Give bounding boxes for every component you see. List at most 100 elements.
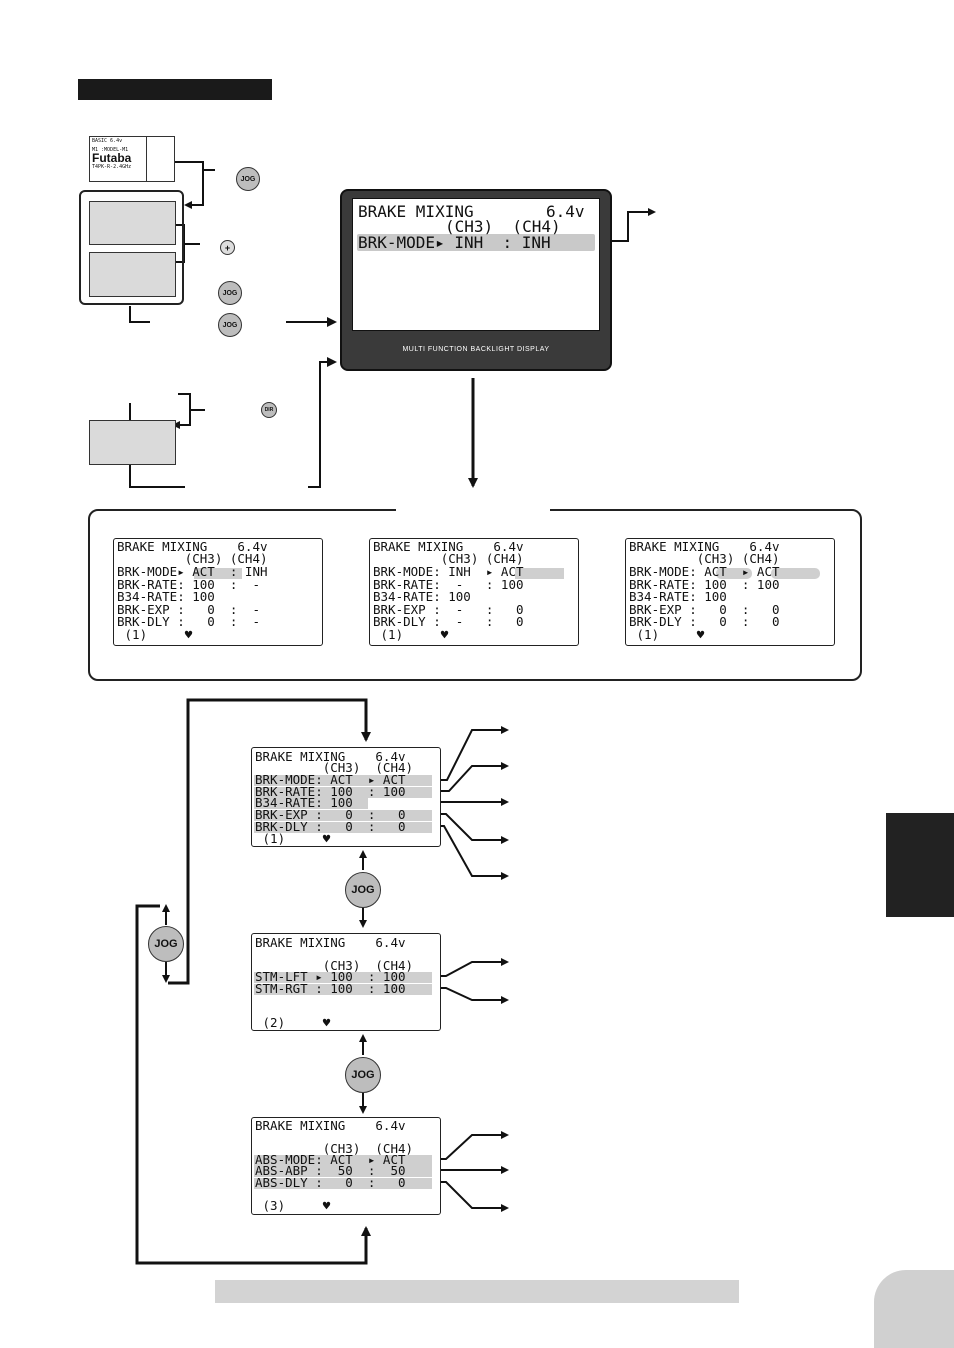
mini-screen-1: BRAKE MIXING 6.4v (CH3) (CH4) BRK-MODE▸ … xyxy=(113,538,323,646)
mini1-line2: (CH3) (CH4) xyxy=(117,551,268,566)
jog-label: JOG xyxy=(222,289,238,297)
main-display-screen: BRAKE MIXING 6.4v (CH3) (CH4) BRK-MODE▸ … xyxy=(352,198,600,331)
mini3-line2: (CH3) (CH4) xyxy=(629,551,780,566)
jog-label: JOG xyxy=(240,175,256,183)
mini3-line8: (1) ♥ xyxy=(629,627,705,642)
menu-box-1 xyxy=(89,201,176,245)
mini1-line7: BRK-DLY : 0 : - xyxy=(117,614,260,629)
mini3-line6: BRK-EXP : 0 : 0 xyxy=(629,602,780,617)
mini1-line6: BRK-EXP : 0 : - xyxy=(117,602,260,617)
plus-label: + xyxy=(224,242,231,253)
page3-screen: BRAKE MIXING 6.4v (CH3) (CH4) ABS-MODE: … xyxy=(251,1117,441,1215)
main-ch-header: (CH3) (CH4) xyxy=(445,217,561,236)
page3-line1: BRAKE MIXING 6.4v xyxy=(255,1118,406,1133)
footer-note-bar xyxy=(215,1280,739,1303)
jog-button-2[interactable]: JOG xyxy=(218,281,242,305)
page1-line7: BRK-DLY : 0 : 0 xyxy=(255,819,406,834)
mini3-line7: BRK-DLY : 0 : 0 xyxy=(629,614,780,629)
page1-hl-1 xyxy=(254,775,432,786)
page2-screen: BRAKE MIXING 6.4v (CH3) (CH4) STM-LFT ▸ … xyxy=(251,933,441,1031)
section-header-bar xyxy=(78,79,272,100)
page1-hl-3 xyxy=(254,798,368,809)
mini2-line5: B34-RATE: 100 xyxy=(373,589,471,604)
menu-box-2 xyxy=(89,252,176,297)
page1-line4: BRK-RATE: 100 : 100 xyxy=(255,784,406,799)
bezel-text: MULTI FUNCTION BACKLIGHT DISPLAY xyxy=(402,346,550,353)
mini1-line3: BRK-MODE▸ ACT : INH xyxy=(117,564,268,579)
page-number-tab xyxy=(874,1270,954,1348)
main-voltage: 6.4v xyxy=(546,202,585,221)
page2-line2: (CH3) (CH4) xyxy=(255,958,414,973)
page3-hl-1 xyxy=(254,1155,432,1166)
mini2-hl xyxy=(515,568,564,579)
page1-line5: B34-RATE: 100 xyxy=(255,795,353,810)
jog-label: JOG xyxy=(351,1069,375,1081)
plus-button[interactable]: + xyxy=(220,240,235,255)
mini3-hl-b xyxy=(771,568,820,579)
mini3-line5: B34-RATE: 100 xyxy=(629,589,727,604)
page3-line3: ABS-MODE: ACT ▸ ACT xyxy=(255,1152,406,1167)
page3-line8: (3) ♥ xyxy=(255,1198,331,1213)
mini3-hl-a xyxy=(716,568,752,579)
page1-line2: (CH3) (CH4) xyxy=(255,760,414,775)
menu-frame xyxy=(79,190,184,305)
menu-box-3 xyxy=(89,420,176,465)
mini2-line6: BRK-EXP : - : 0 xyxy=(373,602,524,617)
page1-hl-5 xyxy=(254,822,432,833)
page1-line1: BRAKE MIXING 6.4v xyxy=(255,749,406,764)
page3-line4: ABS-ABP : 50 : 50 xyxy=(255,1163,406,1178)
mini-screen-2: BRAKE MIXING 6.4v (CH3) (CH4) BRK-MODE: … xyxy=(369,538,579,646)
jog-button-3[interactable]: JOG xyxy=(218,313,242,337)
page1-line3: BRK-MODE: ACT ▸ ACT xyxy=(255,772,406,787)
mini3-line4: BRK-RATE: 100 : 100 xyxy=(629,577,780,592)
mini1-line8: (1) ♥ xyxy=(117,627,193,642)
dir-label: DIR xyxy=(264,407,274,413)
page2-line1: BRAKE MIXING 6.4v xyxy=(255,935,406,950)
mini2-line7: BRK-DLY : - : 0 xyxy=(373,614,524,629)
page2-hl-1 xyxy=(254,972,432,983)
home-sub: T4PK-R-2.4GHz xyxy=(92,164,132,170)
mini2-line4: BRK-RATE: - : 100 xyxy=(373,577,524,592)
mini1-line1: BRAKE MIXING 6.4v xyxy=(117,539,268,554)
jog-label: JOG xyxy=(222,321,238,329)
mini2-line8: (1) ♥ xyxy=(373,627,449,642)
mini1-line4: BRK-RATE: 100 : - xyxy=(117,577,260,592)
page2-hl-2 xyxy=(254,984,432,995)
page1-line6: BRK-EXP : 0 : 0 xyxy=(255,807,406,822)
jog-button-loop[interactable]: JOG xyxy=(148,926,184,962)
home-model: BASIC 6.4v xyxy=(92,138,123,144)
page1-screen: BRAKE MIXING 6.4v (CH3) (CH4) BRK-MODE: … xyxy=(251,747,441,847)
main-row: BRK-MODE▸ INH : INH xyxy=(358,233,551,252)
page1-hl-2 xyxy=(254,787,432,798)
mini2-line2: (CH3) (CH4) xyxy=(373,551,524,566)
page3-hl-2 xyxy=(254,1166,432,1177)
main-highlight xyxy=(357,234,595,251)
page1-line8: (1) ♥ xyxy=(255,831,331,846)
page2-line3: STM-LFT ▸ 100 : 100 xyxy=(255,969,406,984)
jog-button-page2-3[interactable]: JOG xyxy=(345,1057,381,1093)
mini1-line5: B34-RATE: 100 xyxy=(117,589,215,604)
home-model2: M1 :MODEL-M1 xyxy=(92,147,129,153)
home-divider xyxy=(146,137,147,181)
mini1-hl xyxy=(194,568,242,579)
mini2-line3: BRK-MODE: INH ▸ ACT xyxy=(373,564,524,579)
jog-button-page1-2[interactable]: JOG xyxy=(345,872,381,908)
group-frame-gap xyxy=(396,505,550,513)
page3-hl-3 xyxy=(254,1178,432,1189)
page3-line5: ABS-DLY : 0 : 0 xyxy=(255,1175,406,1190)
jog-label: JOG xyxy=(351,884,375,896)
home-screen-thumbnail: BASIC 6.4v M1 :MODEL-M1 Futaba T4PK-R-2.… xyxy=(89,136,175,182)
jog-label: JOG xyxy=(154,938,178,950)
mini2-line1: BRAKE MIXING 6.4v xyxy=(373,539,524,554)
jog-button-1[interactable]: JOG xyxy=(236,167,260,191)
main-title: BRAKE MIXING xyxy=(358,202,474,221)
page2-line8: (2) ♥ xyxy=(255,1015,331,1030)
mini3-line3: BRK-MODE: ACT ▸ ACT xyxy=(629,564,780,579)
mini3-line1: BRAKE MIXING 6.4v xyxy=(629,539,780,554)
page1-hl-4 xyxy=(254,810,432,821)
page3-line2: (CH3) (CH4) xyxy=(255,1141,414,1156)
dir-button[interactable]: DIR xyxy=(261,402,277,418)
side-tab xyxy=(886,813,954,917)
home-brand: Futaba xyxy=(92,151,132,165)
page2-line4: STM-RGT : 100 : 100 xyxy=(255,981,406,996)
